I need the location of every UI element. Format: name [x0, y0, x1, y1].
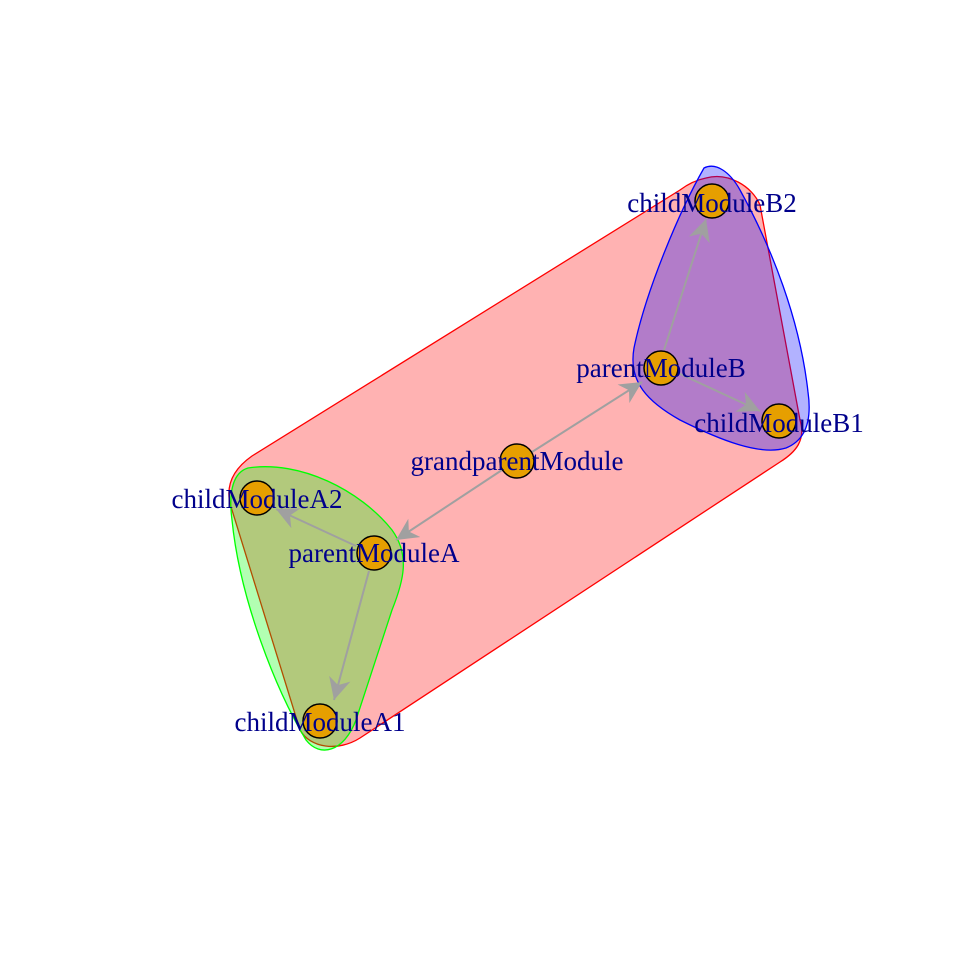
group-hull-b	[632, 165, 810, 451]
edge-grandparent-to-parentB	[531, 381, 643, 453]
edge-parentB-to-childB1	[677, 372, 761, 412]
label-grandparentModule: grandparentModule	[411, 446, 624, 476]
node-childModuleB2[interactable]	[694, 183, 730, 219]
node-parentModuleA[interactable]	[356, 535, 392, 571]
node-parentModuleB[interactable]	[643, 350, 679, 386]
edges	[275, 218, 761, 701]
label-childModuleA1: childModuleA1	[235, 707, 406, 737]
label-parentModuleA: parentModuleA	[289, 538, 460, 568]
label-childModuleB1: childModuleB1	[694, 408, 864, 438]
node-labels: grandparentModule parentModuleA parentMo…	[172, 188, 864, 737]
group-hull-a	[230, 466, 404, 751]
node-childModuleA1[interactable]	[302, 703, 338, 739]
node-grandparentModule[interactable]	[499, 443, 535, 479]
edge-parentA-to-childA1	[329, 570, 370, 701]
edge-parentA-to-childA2	[275, 508, 357, 547]
node-childModuleA2[interactable]	[239, 480, 275, 516]
edge-parentB-to-childB2	[663, 218, 710, 351]
label-childModuleB2: childModuleB2	[627, 188, 797, 218]
node-childModuleB1[interactable]	[761, 403, 797, 439]
label-childModuleA2: childModuleA2	[172, 484, 343, 514]
edge-grandparent-to-parentA	[395, 469, 503, 541]
nodes	[239, 183, 797, 739]
label-parentModuleB: parentModuleB	[576, 353, 745, 383]
